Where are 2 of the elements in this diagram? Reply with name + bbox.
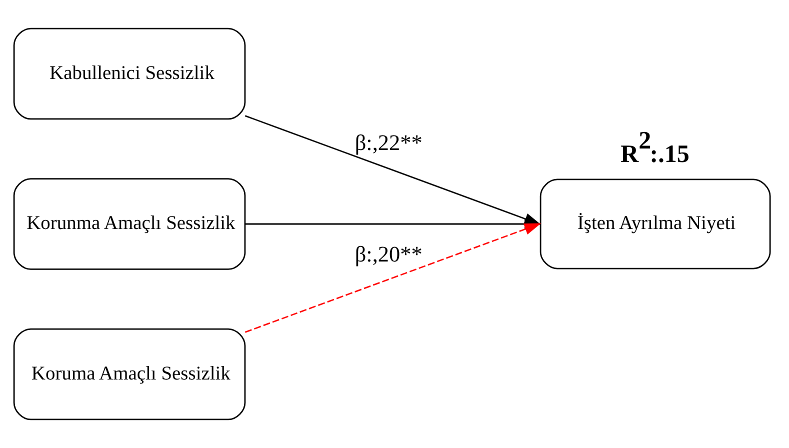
edge-label: β:,22** [354, 130, 422, 155]
edge-label: β:,20** [354, 241, 422, 266]
